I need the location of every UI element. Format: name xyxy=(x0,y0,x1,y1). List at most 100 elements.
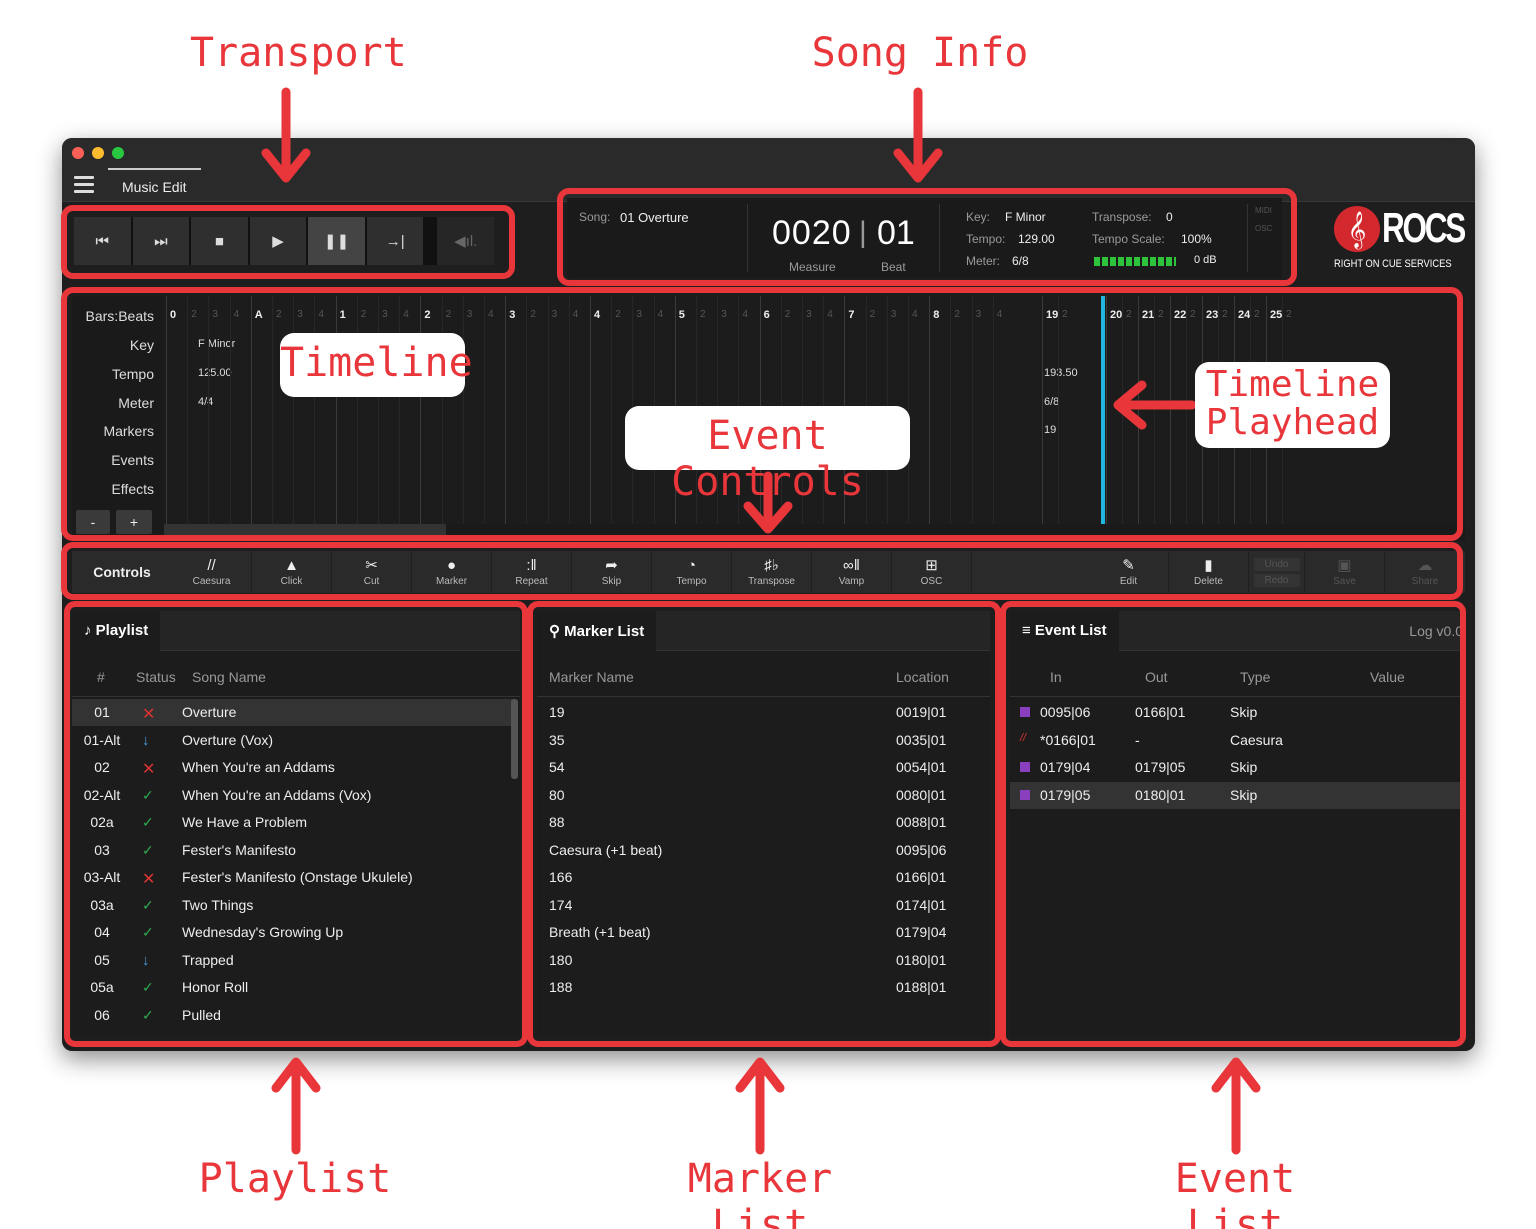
event-list-tab[interactable]: ≡ Event List xyxy=(1010,611,1119,651)
tempo-button[interactable]: ◔Tempo xyxy=(652,551,732,593)
event-col-type[interactable]: Type xyxy=(1240,669,1271,685)
delete-button[interactable]: ▮Delete xyxy=(1169,551,1249,593)
marker-name: 35 xyxy=(549,731,565,748)
event-col-in[interactable]: In xyxy=(1050,669,1062,685)
play-button[interactable]: ▶ xyxy=(249,217,307,265)
marker-row[interactable]: Breath (+1 beat)0179|04 xyxy=(537,919,990,946)
marker-location: 0035|01 xyxy=(896,731,947,748)
play-icon: ▶ xyxy=(272,233,284,250)
minimize-window-button[interactable] xyxy=(92,147,104,159)
stop-button[interactable]: ■ xyxy=(191,217,248,265)
zoom-out-button[interactable]: - xyxy=(76,510,110,534)
event-type: Skip xyxy=(1230,704,1258,720)
marker-list-tab[interactable]: ⚲ Marker List xyxy=(537,611,657,651)
event-row[interactable]: //*0166|01-Caesura xyxy=(1010,727,1465,754)
tempo-event-start[interactable]: 125.00 xyxy=(198,367,232,379)
beat-label: Beat xyxy=(881,260,906,274)
beat-line xyxy=(971,296,973,524)
marker-col-name[interactable]: Marker Name xyxy=(549,669,634,685)
playlist-row[interactable]: 06✓Pulled xyxy=(72,1002,514,1029)
playlist-row[interactable]: 02a✓We Have a Problem xyxy=(72,809,514,836)
marker-button[interactable]: ●Marker xyxy=(412,551,492,593)
skip-button[interactable]: ➦Skip xyxy=(572,551,652,593)
beat-number: 4 xyxy=(912,309,918,320)
playlist-row[interactable]: 02✕When You're an Addams xyxy=(72,754,514,781)
next-button[interactable]: ⏭ xyxy=(132,217,190,265)
measure-number: 2 xyxy=(424,309,431,321)
vamp-button[interactable]: ∞‖Vamp xyxy=(812,551,892,593)
edit-button[interactable]: ✎Edit xyxy=(1089,551,1169,593)
marker-col-location[interactable]: Location xyxy=(896,669,949,685)
tempo-event-19[interactable]: 193.50 xyxy=(1044,367,1078,379)
timeline-callout xyxy=(280,333,465,397)
meter-event-start[interactable]: 4/4 xyxy=(198,396,214,408)
annotation-playlist: Playlist xyxy=(198,1156,392,1202)
marker-row[interactable]: 35 0035|01 xyxy=(537,727,990,754)
tab-music-edit[interactable]: Music Edit xyxy=(108,168,201,202)
cut-button[interactable]: ✂Cut xyxy=(332,551,412,593)
redo-button[interactable]: Redo xyxy=(1253,573,1300,587)
playlist-row[interactable]: 05↓Trapped xyxy=(72,947,514,974)
beat-number: 3 xyxy=(382,309,388,320)
repeat-button[interactable]: :‖Repeat xyxy=(492,551,572,593)
playlist-col-status[interactable]: Status xyxy=(136,669,176,685)
playlist-row[interactable]: 05a✓Honor Roll xyxy=(72,974,514,1001)
timeline-scrollbar[interactable] xyxy=(164,524,446,538)
playlist-row[interactable]: 03a✓Two Things xyxy=(72,892,514,919)
close-window-button[interactable] xyxy=(72,147,84,159)
caesura-button[interactable]: //Caesura xyxy=(172,551,252,593)
zoom-window-button[interactable] xyxy=(112,147,124,159)
osc-button[interactable]: ⊞OSC xyxy=(892,551,972,593)
hamburger-menu-icon[interactable] xyxy=(74,176,94,194)
timeline-playhead[interactable] xyxy=(1101,296,1105,524)
beat-number: 2 xyxy=(1190,309,1196,320)
status-download-icon: ↓ xyxy=(142,951,150,969)
click-button[interactable]: ▲Click xyxy=(252,551,332,593)
song-number: 01 xyxy=(94,704,110,720)
playlist-row[interactable]: 01-Alt↓Overture (Vox) xyxy=(72,727,514,754)
volume-icon: ◀ıl. xyxy=(454,233,478,250)
skip-to-end-button[interactable]: →| xyxy=(366,217,424,265)
undo-button[interactable]: Undo xyxy=(1253,557,1300,571)
volume-button[interactable]: ◀ıl. xyxy=(437,217,495,265)
event-col-out[interactable]: Out xyxy=(1145,669,1168,685)
playlist-tab[interactable]: ♪ Playlist xyxy=(72,611,161,651)
playlist-row[interactable]: 02-Alt✓When You're an Addams (Vox) xyxy=(72,782,514,809)
playlist-scrollbar[interactable] xyxy=(511,699,518,779)
marker-location: 0166|01 xyxy=(896,869,947,885)
marker-event-19[interactable]: 19 xyxy=(1044,424,1057,436)
beat-number: 2 xyxy=(360,309,367,320)
previous-button[interactable]: ⏮ xyxy=(74,217,131,265)
song-value: 01 Overture xyxy=(620,210,689,225)
beat-line xyxy=(229,296,231,524)
playlist-col-name[interactable]: Song Name xyxy=(192,669,266,685)
playlist-row[interactable]: 03✓Fester's Manifesto xyxy=(72,837,514,864)
playlist-row[interactable]: 01✕Overture xyxy=(72,699,514,726)
pause-button[interactable]: ❚❚ xyxy=(308,217,365,265)
event-col-value[interactable]: Value xyxy=(1370,669,1405,685)
save-button[interactable]: ▣Save xyxy=(1305,551,1385,593)
zoom-in-button[interactable]: + xyxy=(116,510,152,534)
share-button[interactable]: ☁Share xyxy=(1385,551,1465,593)
playlist-row[interactable]: 03-Alt✕Fester's Manifesto (Onstage Ukule… xyxy=(72,864,514,891)
playlist-col-num[interactable]: # xyxy=(97,669,105,685)
song-name: We Have a Problem xyxy=(182,814,308,830)
transpose-button[interactable]: ♯♭Transpose xyxy=(732,551,812,593)
cut-label: Cut xyxy=(363,575,380,587)
meter-event-19[interactable]: 6/8 xyxy=(1044,396,1060,408)
annotation-playhead-text: Timeline Playhead xyxy=(1205,364,1380,443)
playlist-row[interactable]: 04✓Wednesday's Growing Up xyxy=(72,919,514,946)
marker-row[interactable]: Caesura (+1 beat)0095|06 xyxy=(537,837,990,864)
song-number: 04 xyxy=(94,924,110,940)
